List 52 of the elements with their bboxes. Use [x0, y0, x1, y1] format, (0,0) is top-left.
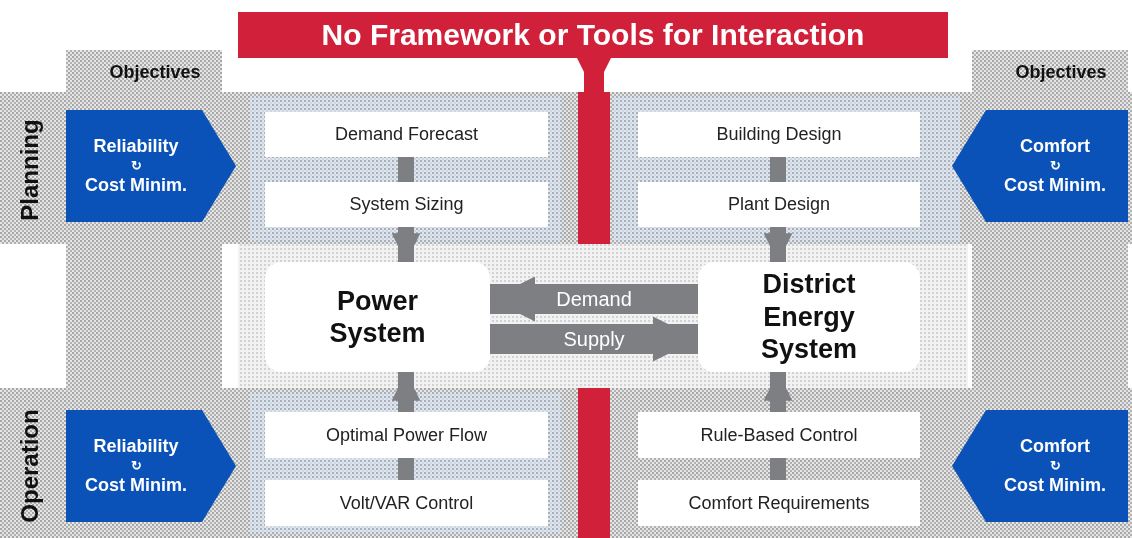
edge-label: Supply — [563, 327, 625, 351]
node-text: System Sizing — [349, 194, 464, 215]
arrow — [763, 227, 793, 262]
title-banner — [238, 12, 948, 58]
process-box — [638, 112, 920, 157]
node-text: Comfort — [1020, 435, 1090, 458]
process-box — [638, 182, 920, 227]
arrow — [763, 372, 793, 412]
row-heading: Operation — [16, 409, 44, 523]
node-text: Reliability — [93, 135, 179, 158]
process-box — [265, 412, 548, 458]
process-box — [265, 480, 548, 526]
node-text: Cost Minim. — [1004, 474, 1106, 497]
title: No Framework or Tools for Interaction — [321, 18, 865, 52]
column-heading: Objectives — [1015, 62, 1107, 83]
arrow — [391, 372, 421, 412]
system-box — [698, 262, 920, 372]
node-text: Cost Minim. — [1004, 174, 1106, 197]
connector — [770, 458, 786, 480]
node-text: Comfort Requirements — [688, 492, 870, 514]
node-text: Cost Minim. — [85, 474, 187, 497]
divider-bar — [578, 388, 610, 538]
cycle-symbol: ↻ — [130, 157, 142, 175]
arrow — [490, 276, 698, 322]
process-box — [638, 412, 920, 458]
process-box — [638, 480, 920, 526]
column-heading: Objectives — [109, 62, 201, 83]
cycle-symbol: ↻ — [1049, 157, 1061, 175]
node-text: Plant Design — [727, 194, 831, 215]
node-text: Volt/VAR Control — [339, 492, 474, 514]
node-text: Demand Forecast — [334, 124, 479, 145]
connector — [398, 157, 414, 182]
edge-label: Demand — [556, 287, 632, 311]
node-text: Comfort — [1020, 135, 1090, 158]
arrow — [391, 227, 421, 262]
process-box — [265, 112, 548, 157]
node-text: Cost Minim. — [85, 174, 187, 197]
connector — [770, 157, 786, 182]
node-text: Optimal Power Flow — [325, 424, 487, 446]
node-text: Rule-Based Control — [700, 424, 858, 446]
row-heading: Planning — [16, 119, 44, 221]
arrow — [490, 316, 698, 362]
system-box — [265, 262, 490, 372]
node-text: Power System — [328, 284, 427, 350]
process-box — [265, 182, 548, 227]
node-text: Building Design — [716, 124, 842, 145]
arrow — [576, 56, 612, 92]
cycle-symbol: ↻ — [130, 457, 142, 475]
node-text: Reliability — [93, 435, 179, 458]
cycle-symbol: ↻ — [1049, 457, 1061, 475]
node-text: District Energy System — [759, 268, 859, 366]
connector — [398, 458, 414, 480]
